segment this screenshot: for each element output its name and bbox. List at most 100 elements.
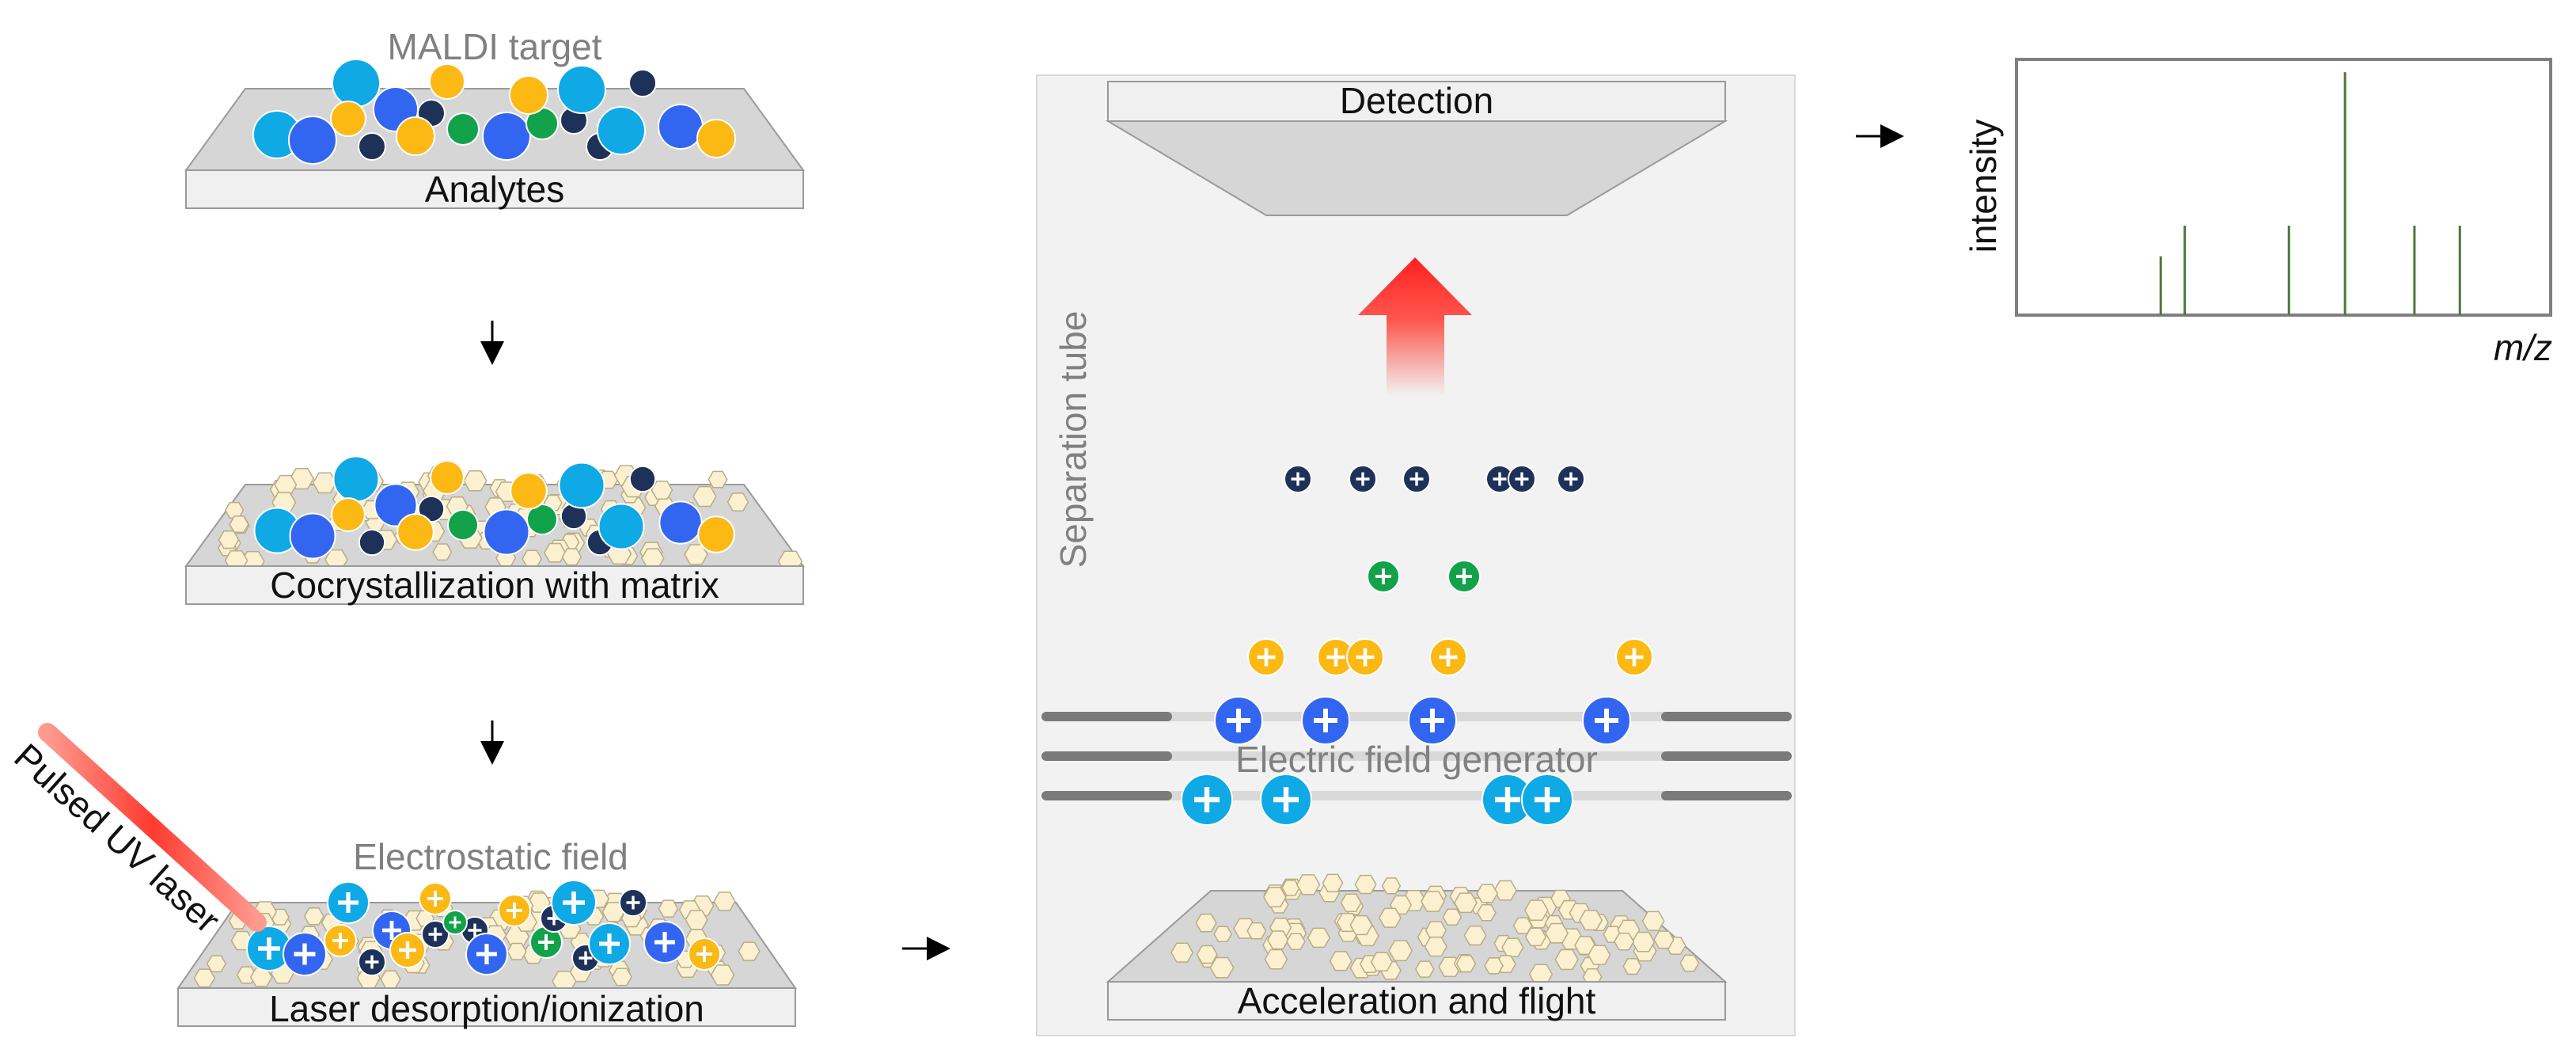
matrix-crystal xyxy=(274,474,298,496)
yellow-analyte xyxy=(331,497,366,532)
yellow-analyte xyxy=(510,472,548,510)
matrix-crystal xyxy=(611,968,632,987)
matrix-crystal xyxy=(1463,926,1487,946)
electrostatic-field-label: Electrostatic field xyxy=(353,836,628,877)
matrix-crystal xyxy=(206,955,227,973)
green-analyte xyxy=(447,509,479,541)
matrix-crystal xyxy=(692,485,717,508)
acceleration-flight-label: Acceleration and flight xyxy=(1238,980,1596,1021)
matrix-crystal xyxy=(1414,960,1435,978)
plus-icon xyxy=(449,916,461,929)
panel-tof-tube: Detection Separation tube Electric field… xyxy=(1036,74,1796,1036)
matrix-crystal xyxy=(685,910,708,930)
detector-funnel xyxy=(1105,120,1728,216)
yellow-analyte xyxy=(429,63,465,100)
plus-icon xyxy=(365,955,379,969)
navy-analyte xyxy=(358,528,386,557)
plus-icon xyxy=(599,933,620,954)
plus-icon xyxy=(399,941,416,959)
matrix-crystal xyxy=(1501,937,1524,958)
maldi-target-label: MALDI target xyxy=(388,26,602,67)
matrix-crystal xyxy=(1476,884,1499,903)
analytes-label: Analytes xyxy=(425,169,564,210)
pulsed-uv-laser-beam xyxy=(38,723,267,932)
cyan-analyte xyxy=(332,455,380,503)
plus-icon xyxy=(1421,709,1444,732)
matrix-crystal xyxy=(1296,874,1321,895)
matrix-crystal xyxy=(1286,933,1306,950)
plus-icon xyxy=(428,927,442,941)
yellow-analyte xyxy=(396,513,434,551)
matrix-crystal xyxy=(1641,911,1665,931)
plus-icon xyxy=(338,892,359,913)
x-axis-label: m/z xyxy=(2494,327,2552,368)
plus-icon xyxy=(654,932,675,952)
cyan-analyte xyxy=(597,106,646,155)
green-analyte xyxy=(526,504,558,535)
blue-analyte xyxy=(482,112,531,161)
plus-icon xyxy=(1194,787,1220,812)
matrix-crystal xyxy=(1195,913,1217,933)
matrix-crystal xyxy=(1246,922,1267,940)
matrix-crystal xyxy=(1388,940,1413,961)
matrix-crystal xyxy=(1622,958,1642,975)
plus-icon xyxy=(1625,648,1644,667)
matrix-crystal xyxy=(312,472,337,494)
plus-icon xyxy=(1227,709,1250,732)
plus-icon xyxy=(563,892,585,914)
matrix-crystal xyxy=(1209,956,1235,979)
blue-analyte xyxy=(288,116,337,165)
plus-icon xyxy=(1515,472,1529,486)
panel-laser-desorption: Electrostatic field Pulsed UV laser Lase… xyxy=(6,723,797,1029)
detection-label: Detection xyxy=(1340,80,1493,121)
cocrystallization-label: Cocrystallization with matrix xyxy=(270,565,719,606)
panel-cocrystallization: Cocrystallization with matrix xyxy=(184,455,805,606)
blue-analyte xyxy=(483,508,530,556)
plus-icon xyxy=(538,934,554,950)
matrix-crystal xyxy=(229,515,249,534)
yellow-analyte xyxy=(330,101,366,137)
plus-icon xyxy=(579,951,593,965)
yellow-analyte xyxy=(696,119,736,158)
yellow-analyte xyxy=(509,75,548,115)
plus-icon xyxy=(1356,648,1375,667)
matrix-crystal xyxy=(1170,942,1194,963)
yellow-analyte xyxy=(396,116,435,156)
plus-icon xyxy=(506,903,522,918)
matrix-crystal xyxy=(380,970,401,989)
matrix-crystal xyxy=(1349,914,1373,936)
plus-icon xyxy=(1564,472,1578,486)
cyan-analyte xyxy=(598,503,645,550)
target-plate xyxy=(185,565,804,605)
matrix-crystal xyxy=(1524,927,1547,947)
matrix-crystal xyxy=(543,542,567,563)
matrix-crystal xyxy=(1679,954,1700,972)
cyan-analyte xyxy=(557,65,606,114)
plus-icon xyxy=(1456,568,1472,584)
plus-icon xyxy=(1291,472,1305,486)
matrix-crystal xyxy=(1588,945,1611,965)
matrix-crystal xyxy=(738,941,761,961)
matrix-crystal xyxy=(1378,907,1402,928)
matrix-crystal xyxy=(713,892,736,911)
plus-icon xyxy=(1356,472,1370,486)
electric-field-generator xyxy=(1041,712,1792,800)
plus-icon xyxy=(427,891,443,907)
plus-icon xyxy=(332,933,348,949)
plus-icon xyxy=(476,944,497,964)
plus-icon xyxy=(258,937,280,960)
matrix-crystal xyxy=(1477,904,1497,922)
matrix-crystal xyxy=(1545,922,1569,944)
plus-icon xyxy=(1273,787,1299,812)
matrix-crystals xyxy=(1170,873,1700,986)
blue-analyte xyxy=(658,500,703,545)
plus-icon xyxy=(1439,648,1458,667)
laser-desorption-label: Laser desorption/ionization xyxy=(269,988,704,1029)
spectrum-frame xyxy=(2015,58,2552,317)
matrix-crystal xyxy=(710,964,735,986)
target-plate xyxy=(177,987,796,1027)
matrix-crystal xyxy=(1631,931,1656,952)
panel-maldi-target: MALDI target Analytes xyxy=(184,26,805,210)
plus-icon xyxy=(294,943,316,965)
